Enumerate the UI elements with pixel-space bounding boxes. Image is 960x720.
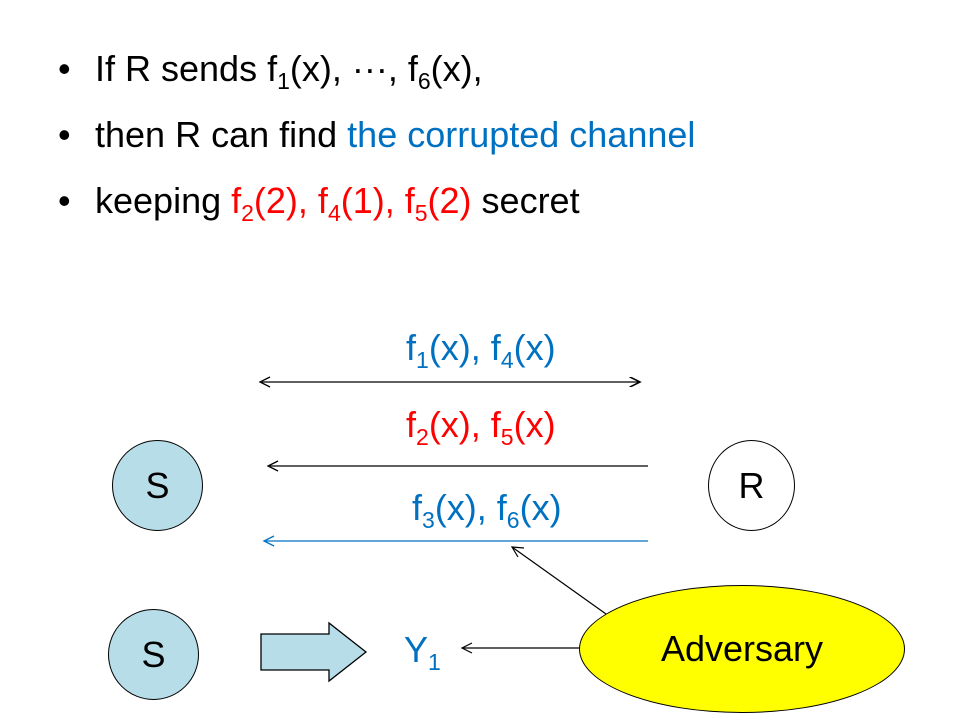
label-part: f	[406, 327, 417, 368]
bullet-1: • If R sends f1(x), ···, f6(x),	[58, 36, 695, 102]
label-part: (x)	[513, 404, 556, 445]
label-part: (x), f	[434, 487, 507, 528]
subscript: 4	[500, 347, 514, 373]
label-part: (x)	[513, 327, 556, 368]
adversary-attack-arrow	[511, 546, 607, 615]
y-main: Y	[404, 629, 429, 670]
y-arrowhead	[460, 642, 473, 654]
secret-part: (2)	[427, 180, 472, 221]
subscript: 1	[416, 347, 429, 373]
label-part: (x),	[428, 327, 491, 368]
bullet-dot: •	[58, 48, 71, 89]
subscript: 1	[428, 649, 441, 675]
subscript: 5	[500, 424, 514, 450]
bullet-2: • then R can find the corrupted channel	[58, 102, 695, 168]
channel-1-label: f1(x), f4(x)	[406, 327, 556, 372]
bullet-dot: •	[58, 180, 71, 221]
bullet-dot: •	[58, 114, 71, 155]
label-part: f	[490, 327, 501, 368]
label-part: f	[412, 487, 423, 528]
bullet-2-text: then R can find	[95, 114, 348, 155]
bullet-1-text: If R sends f	[95, 48, 278, 89]
y-output-label: Y1	[404, 629, 441, 674]
subscript: 2	[241, 200, 254, 226]
subscript: 1	[277, 68, 290, 94]
channel-2-arrowhead	[266, 460, 279, 472]
bullet-3: • keeping f2(2), f4(1), f5(2) secret	[58, 168, 695, 234]
receiver-node: R	[708, 440, 795, 531]
secret-part: (2), f	[253, 180, 328, 221]
bullet-list: • If R sends f1(x), ···, f6(x), • then R c…	[58, 36, 695, 234]
adversary-node: Adversary	[579, 585, 905, 713]
subscript: 5	[414, 200, 428, 226]
bullet-1-text: (x),	[430, 48, 483, 89]
subscript: 4	[327, 200, 341, 226]
secret-part: f	[231, 180, 242, 221]
bullet-3-text: secret	[471, 180, 580, 221]
label-part: (x)	[519, 487, 562, 528]
subscript: 2	[416, 424, 429, 450]
sender-node-bottom: S	[108, 609, 199, 700]
bullet-1-text: (x), ···, f	[289, 48, 418, 89]
sender-node-top: S	[112, 440, 203, 531]
secret-part: (1), f	[340, 180, 415, 221]
bullet-2-highlight: the corrupted channel	[347, 114, 696, 155]
label-part: (x), f	[428, 404, 501, 445]
block-arrow	[260, 621, 368, 683]
subscript: 6	[417, 68, 431, 94]
channel-3-label: f3(x), f6(x)	[412, 487, 562, 532]
subscript: 3	[422, 507, 435, 533]
channel-2-label: f2(x), f5(x)	[406, 404, 556, 449]
bullet-3-text: keeping	[95, 180, 232, 221]
label-part: f	[406, 404, 417, 445]
attack-arrowhead	[510, 546, 525, 558]
secret-values: f2(2), f4(1), f5(2)	[231, 180, 472, 225]
channel-1-arrowhead	[258, 376, 271, 388]
subscript: 6	[506, 507, 520, 533]
channel-3-arrowhead	[262, 535, 275, 547]
